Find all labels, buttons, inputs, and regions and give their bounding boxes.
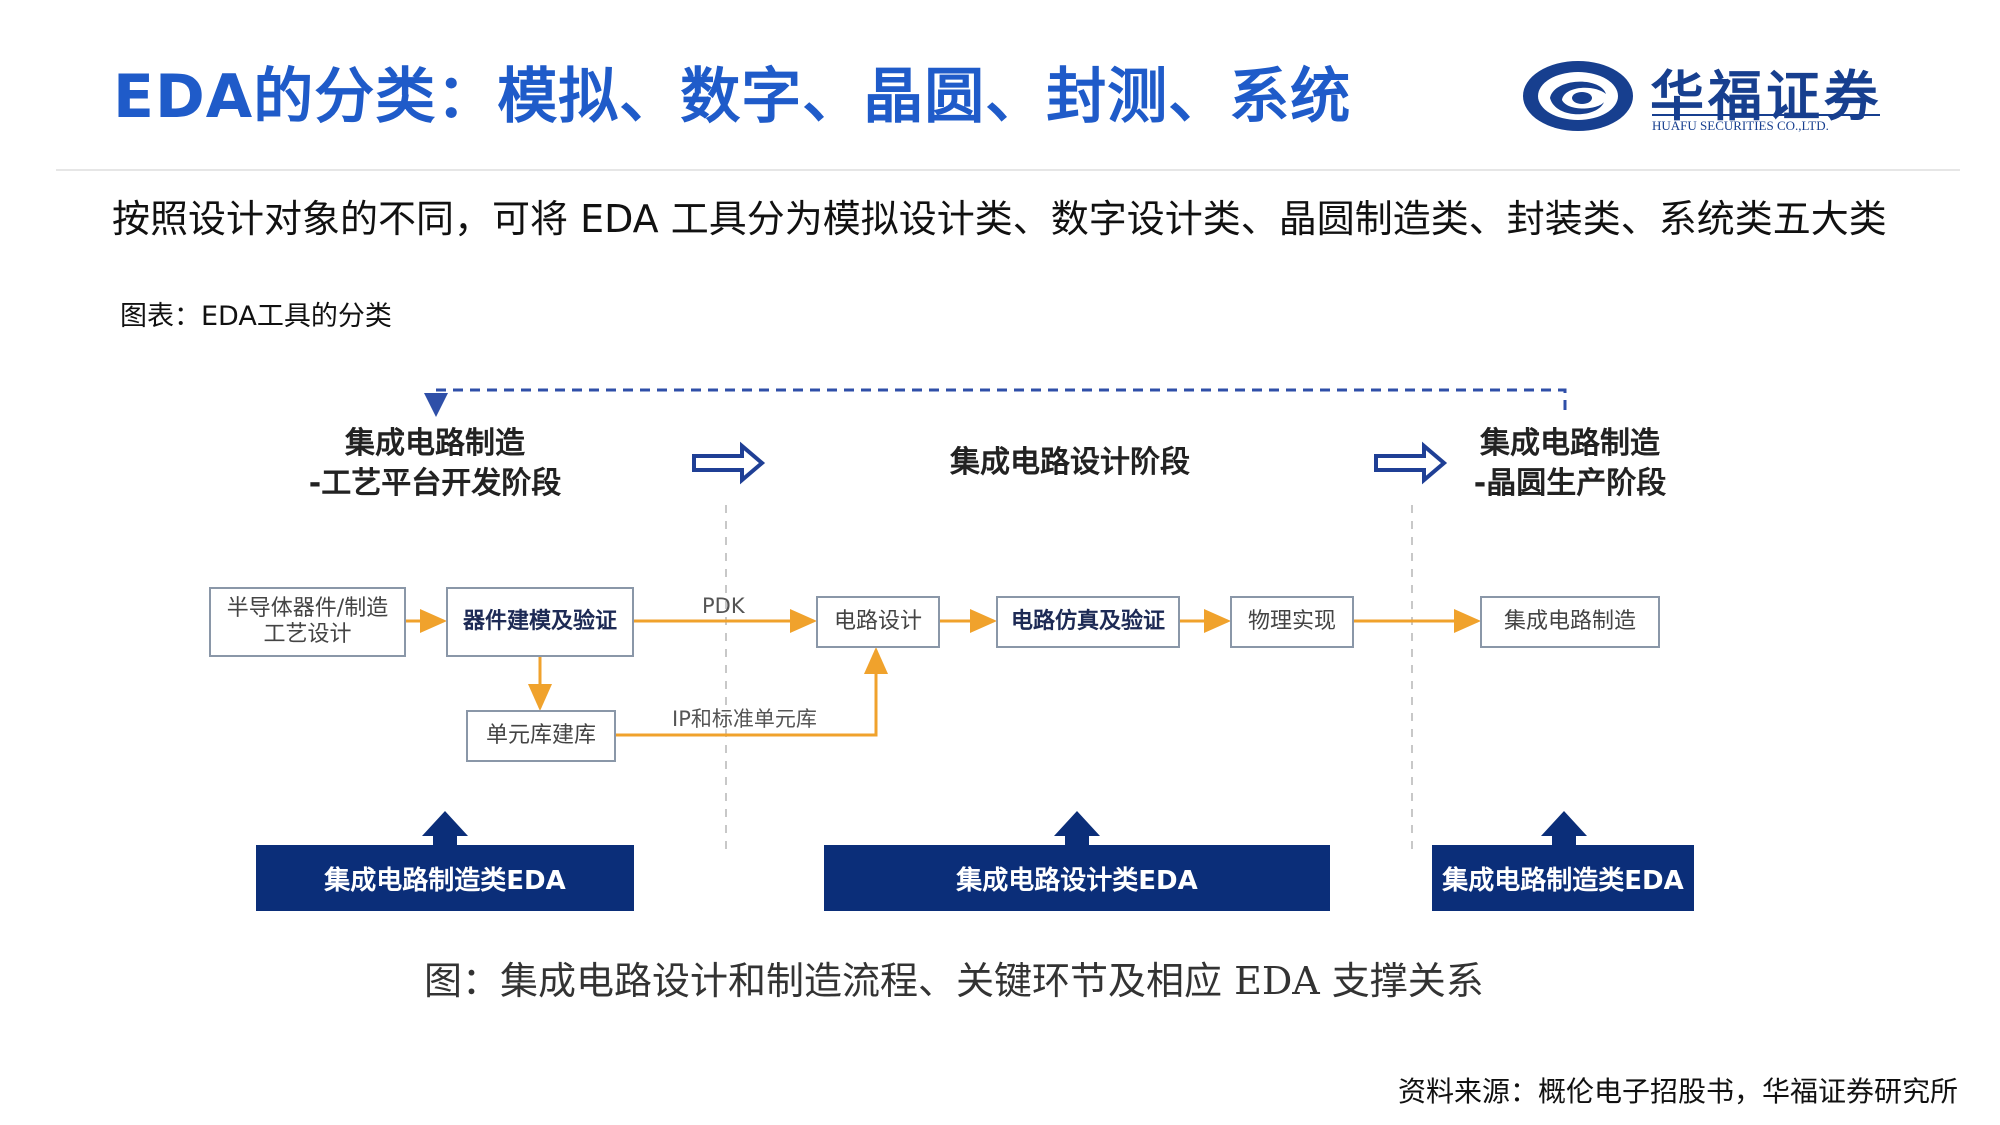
logo-chinese-name: 华福证券 — [1650, 64, 1882, 128]
eda-bar-design: 集成电路设计类EDA — [824, 845, 1330, 911]
figure-caption: 图表：EDA工具的分类 — [120, 301, 392, 332]
eda-bar-manufacturing-left: 集成电路制造类EDA — [256, 845, 634, 911]
node-ic-manufacturing: 集成电路制造 — [1480, 596, 1660, 648]
stage-right-line2: -晶圆生产阶段 — [1473, 466, 1667, 501]
stage-left: 集成电路制造 -工艺平台开发阶段 — [290, 424, 580, 504]
node-semiconductor-line1: 半导体器件/制造 — [226, 596, 389, 621]
eda-bar-manufacturing-right: 集成电路制造类EDA — [1432, 845, 1694, 911]
stage-left-line2: -工艺平台开发阶段 — [308, 466, 562, 501]
node-physical-implementation: 物理实现 — [1230, 596, 1354, 648]
logo-english-name: HUAFU SECURITIES CO.,LTD. — [1652, 118, 1829, 133]
node-circuit-simulation: 电路仿真及验证 — [996, 596, 1180, 648]
header-divider — [56, 169, 1960, 171]
support-arrow-left — [422, 811, 468, 845]
arrow-ip-cell — [616, 647, 888, 737]
stage-arrow-2 — [1374, 441, 1448, 485]
support-arrow-right — [1541, 811, 1587, 845]
node-circuit-design: 电路设计 — [816, 596, 940, 648]
huafu-logo-icon — [1523, 61, 1633, 131]
logo-underline — [1652, 114, 1880, 116]
stage-right-line1: 集成电路制造 — [1480, 426, 1660, 461]
node-semiconductor-design: 半导体器件/制造 工艺设计 — [209, 587, 406, 657]
support-arrow-middle — [1054, 811, 1100, 845]
stage-middle: 集成电路设计阶段 — [950, 445, 1190, 480]
company-logo: 华福证券 HUAFU SECURITIES CO.,LTD. — [1520, 52, 1900, 142]
page-title: EDA的分类：模拟、数字、晶圆、封测、系统 — [113, 62, 1352, 132]
stage-left-line1: 集成电路制造 — [345, 426, 525, 461]
node-device-modeling: 器件建模及验证 — [446, 587, 634, 657]
node-cell-library: 单元库建库 — [466, 710, 616, 762]
edge-label-pdk: PDK — [702, 594, 745, 618]
diagram-caption: 图：集成电路设计和制造流程、关键环节及相应 EDA 支撑关系 — [424, 959, 1484, 1003]
edge-label-ip-cell: IP和标准单元库 — [672, 707, 817, 731]
intro-text: 按照设计对象的不同，可将 EDA 工具分为模拟设计类、数字设计类、晶圆制造类、封… — [112, 197, 1887, 241]
node-semiconductor-line2: 工艺设计 — [263, 622, 352, 647]
feedback-dashed-line — [424, 388, 1567, 417]
stage-arrow-1 — [692, 441, 766, 485]
stage-right: 集成电路制造 -晶圆生产阶段 — [1450, 424, 1690, 504]
source-note: 资料来源：概伦电子招股书，华福证券研究所 — [1398, 1075, 1959, 1108]
